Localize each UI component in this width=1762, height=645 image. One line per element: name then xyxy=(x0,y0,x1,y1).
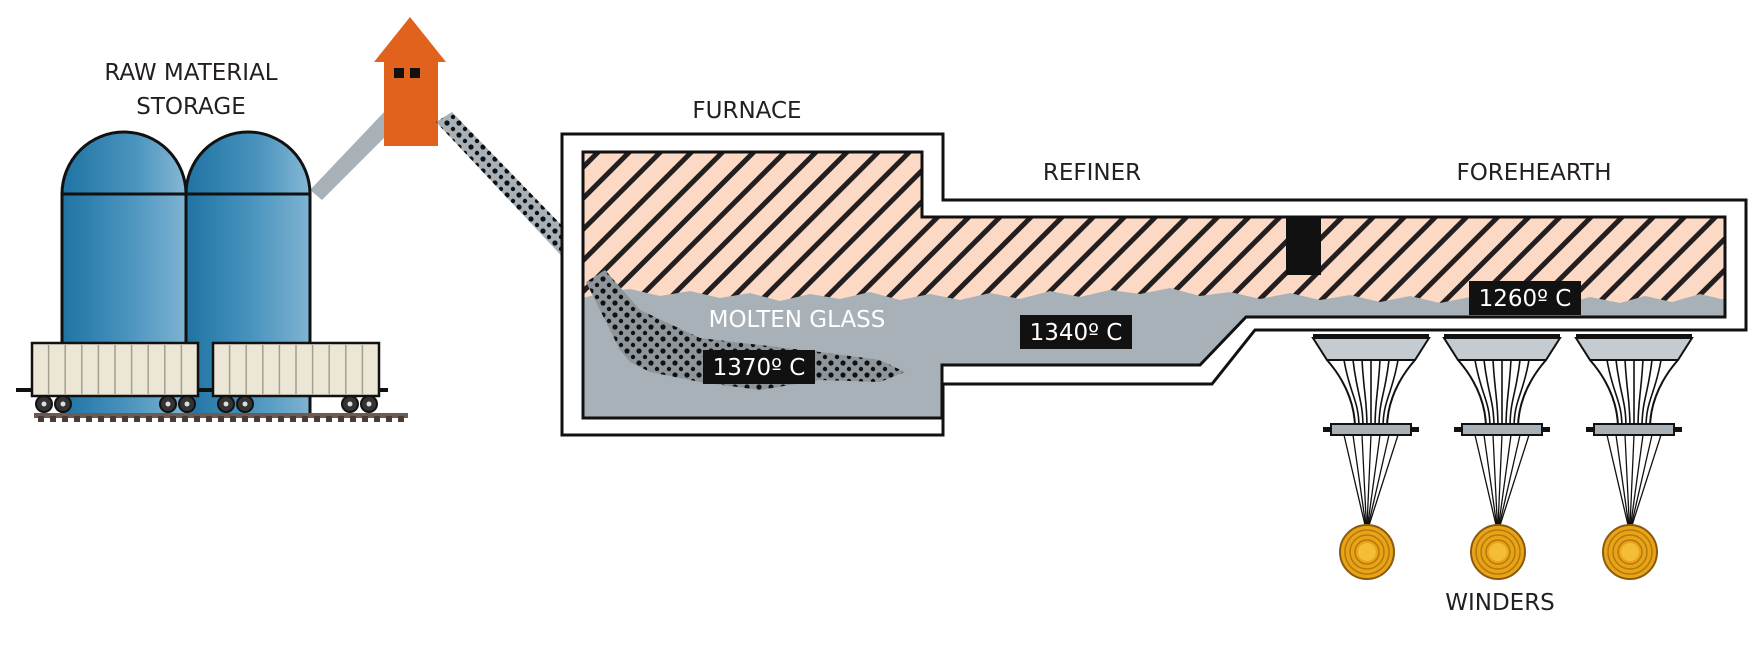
winders-label: WINDERS xyxy=(1445,590,1555,616)
winder-3 xyxy=(1602,524,1658,580)
raw-material-label-line2: STORAGE xyxy=(136,94,246,120)
temp-badge-furnace: 1370º C xyxy=(703,350,815,384)
winder-1 xyxy=(1339,524,1395,580)
winder-2 xyxy=(1470,524,1526,580)
bushing-1 xyxy=(1311,334,1431,580)
temp-badge-refiner: 1340º C xyxy=(1020,315,1132,349)
bushing-3 xyxy=(1574,334,1694,580)
temp-refiner: 1340º C xyxy=(1030,320,1123,346)
wheels-left xyxy=(35,395,196,413)
wheels-right xyxy=(217,395,378,413)
raw-material-label-line1: RAW MATERIAL xyxy=(104,60,277,86)
railcar-right xyxy=(200,341,388,413)
refiner-label: REFINER xyxy=(1043,160,1141,186)
bushing-2 xyxy=(1442,334,1562,580)
temp-badge-forehearth: 1260º C xyxy=(1469,281,1581,315)
molten-glass-label: MOLTEN GLASS xyxy=(709,307,886,333)
skimmer-block xyxy=(1286,218,1321,275)
temp-furnace: 1370º C xyxy=(713,355,806,381)
rail-track xyxy=(34,413,408,422)
feed-conveyor xyxy=(310,110,400,200)
railcar-left xyxy=(16,341,200,413)
raw-material-storage: RAW MATERIAL STORAGE xyxy=(16,60,408,422)
bushings-and-winders xyxy=(1311,334,1694,580)
temp-forehearth: 1260º C xyxy=(1479,286,1572,312)
batch-hopper xyxy=(374,17,446,146)
batch-pile xyxy=(586,270,905,390)
melting-chamber: MOLTEN GLASS 1370º C 1340º C 1260º C FUR… xyxy=(560,98,1748,437)
furnace-label: FURNACE xyxy=(692,98,801,124)
forehearth-label: FOREHEARTH xyxy=(1456,160,1611,186)
